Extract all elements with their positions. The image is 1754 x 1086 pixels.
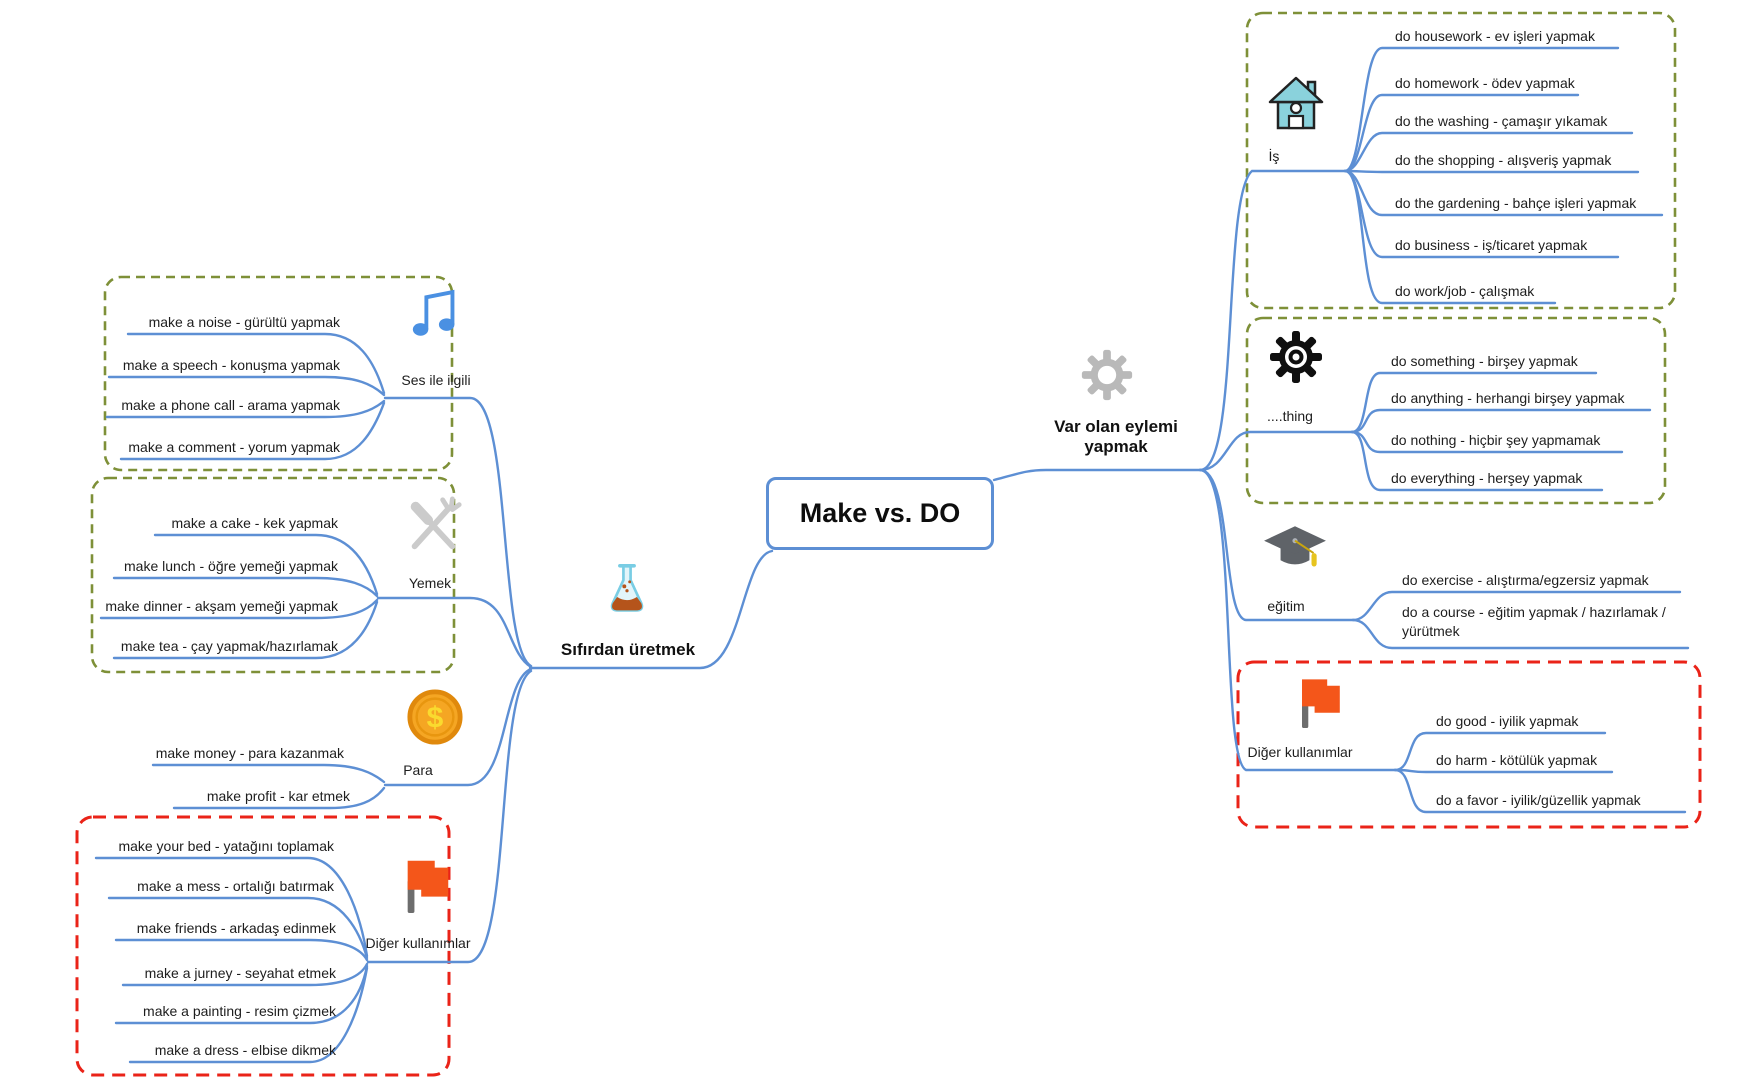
- mindmap-item[interactable]: do homework - ödev yapmak: [1395, 75, 1575, 91]
- mindmap-item[interactable]: do exercise - alıştırma/egzersiz yapmak: [1402, 572, 1649, 588]
- branch-make[interactable]: Sıfırdan üretmek: [560, 640, 696, 659]
- group-box-yemek: [90, 476, 456, 674]
- branch-do[interactable]: Var olan eylemi yapmak: [1054, 417, 1178, 456]
- mindmap-item[interactable]: make a dress - elbise dikmek: [154, 1042, 336, 1058]
- mindmap-item[interactable]: do the washing - çamaşır yıkamak: [1395, 113, 1608, 129]
- mindmap-item[interactable]: make your bed - yatağını toplamak: [118, 838, 334, 854]
- coin-icon: $: [406, 688, 464, 751]
- gear-icon: [1078, 346, 1136, 409]
- node-egitim-label[interactable]: eğitim: [1267, 598, 1305, 614]
- mindmap-item[interactable]: do a favor - iyilik/güzellik yapmak: [1436, 792, 1641, 808]
- node-diger-left-label[interactable]: Diğer kullanımlar: [365, 935, 471, 951]
- group-box-is: [1245, 11, 1677, 310]
- gear-icon: [1266, 327, 1326, 392]
- mindmap-item[interactable]: make a phone call - arama yapmak: [121, 397, 340, 413]
- flag-icon: [1293, 672, 1347, 735]
- mindmap-item[interactable]: do anything - herhangi birşey yapmak: [1391, 390, 1625, 406]
- node-thing-label[interactable]: ....thing: [1267, 408, 1313, 424]
- fork-knife-icon: [402, 495, 464, 562]
- node-para-label[interactable]: Para: [403, 762, 433, 778]
- graduation-cap-icon: [1262, 522, 1328, 585]
- node-diger-right-label[interactable]: Diğer kullanımlar: [1247, 744, 1353, 760]
- mindmap-item[interactable]: make a speech - konuşma yapmak: [122, 357, 340, 373]
- mindmap-item[interactable]: make lunch - öğre yemeği yapmak: [124, 558, 338, 574]
- flag-icon: [398, 853, 456, 920]
- music-note-icon: [408, 284, 466, 347]
- mindmap-item[interactable]: make dinner - akşam yemeği yapmak: [105, 598, 338, 614]
- mindmap-item[interactable]: do a course - eğitim yapmak / hazırlamak…: [1402, 604, 1666, 639]
- house-icon: [1266, 72, 1326, 137]
- mindmap-item[interactable]: make a painting - resim çizmek: [143, 1003, 336, 1019]
- mindmap-item[interactable]: make a noise - gürültü yapmak: [148, 314, 340, 330]
- mindmap-item[interactable]: make money - para kazanmak: [155, 745, 344, 761]
- mindmap-item[interactable]: do the gardening - bahçe işleri yapmak: [1395, 195, 1637, 211]
- mindmap-item[interactable]: do work/job - çalışmak: [1395, 283, 1535, 299]
- flask-icon: [602, 560, 652, 623]
- node-ses-label[interactable]: Ses ile ilgili: [401, 372, 471, 388]
- mindmap-item[interactable]: do everything - herşey yapmak: [1391, 470, 1583, 486]
- svg-text:$: $: [427, 702, 444, 735]
- mindmap-item[interactable]: do something - birşey yapmak: [1391, 353, 1578, 369]
- mindmap-item[interactable]: do nothing - hiçbir şey yapmamak: [1391, 432, 1601, 448]
- group-box-diger-left: [75, 815, 451, 1077]
- group-box-diger-right: [1236, 660, 1702, 829]
- node-is-label[interactable]: İş: [1268, 148, 1280, 164]
- mindmap-item[interactable]: make a mess - ortalığı batırmak: [137, 878, 334, 894]
- node-yemek-label[interactable]: Yemek: [408, 575, 452, 591]
- mindmap-item[interactable]: do the shopping - alışveriş yapmak: [1395, 152, 1612, 168]
- root-node[interactable]: Make vs. DO: [766, 477, 994, 550]
- mindmap-item[interactable]: make tea - çay yapmak/hazırlamak: [120, 638, 338, 654]
- group-box-ses: [103, 275, 454, 472]
- mindmap-item[interactable]: do harm - kötülük yapmak: [1436, 752, 1598, 768]
- mindmap-item[interactable]: do housework - ev işleri yapmak: [1395, 28, 1595, 44]
- mindmap-item[interactable]: do business - iş/ticaret yapmak: [1395, 237, 1588, 253]
- mindmap-item[interactable]: make a cake - kek yapmak: [171, 515, 338, 531]
- group-box-thing: [1245, 316, 1667, 505]
- mindmap-item[interactable]: make profit - kar etmek: [206, 788, 350, 804]
- mindmap-item[interactable]: do good - iyilik yapmak: [1436, 713, 1579, 729]
- mindmap-item[interactable]: make friends - arkadaş edinmek: [136, 920, 336, 936]
- mindmap-item[interactable]: make a comment - yorum yapmak: [128, 439, 340, 455]
- mindmap-item[interactable]: make a jurney - seyahat etmek: [144, 965, 336, 981]
- page-title: Make vs. DO: [799, 498, 961, 528]
